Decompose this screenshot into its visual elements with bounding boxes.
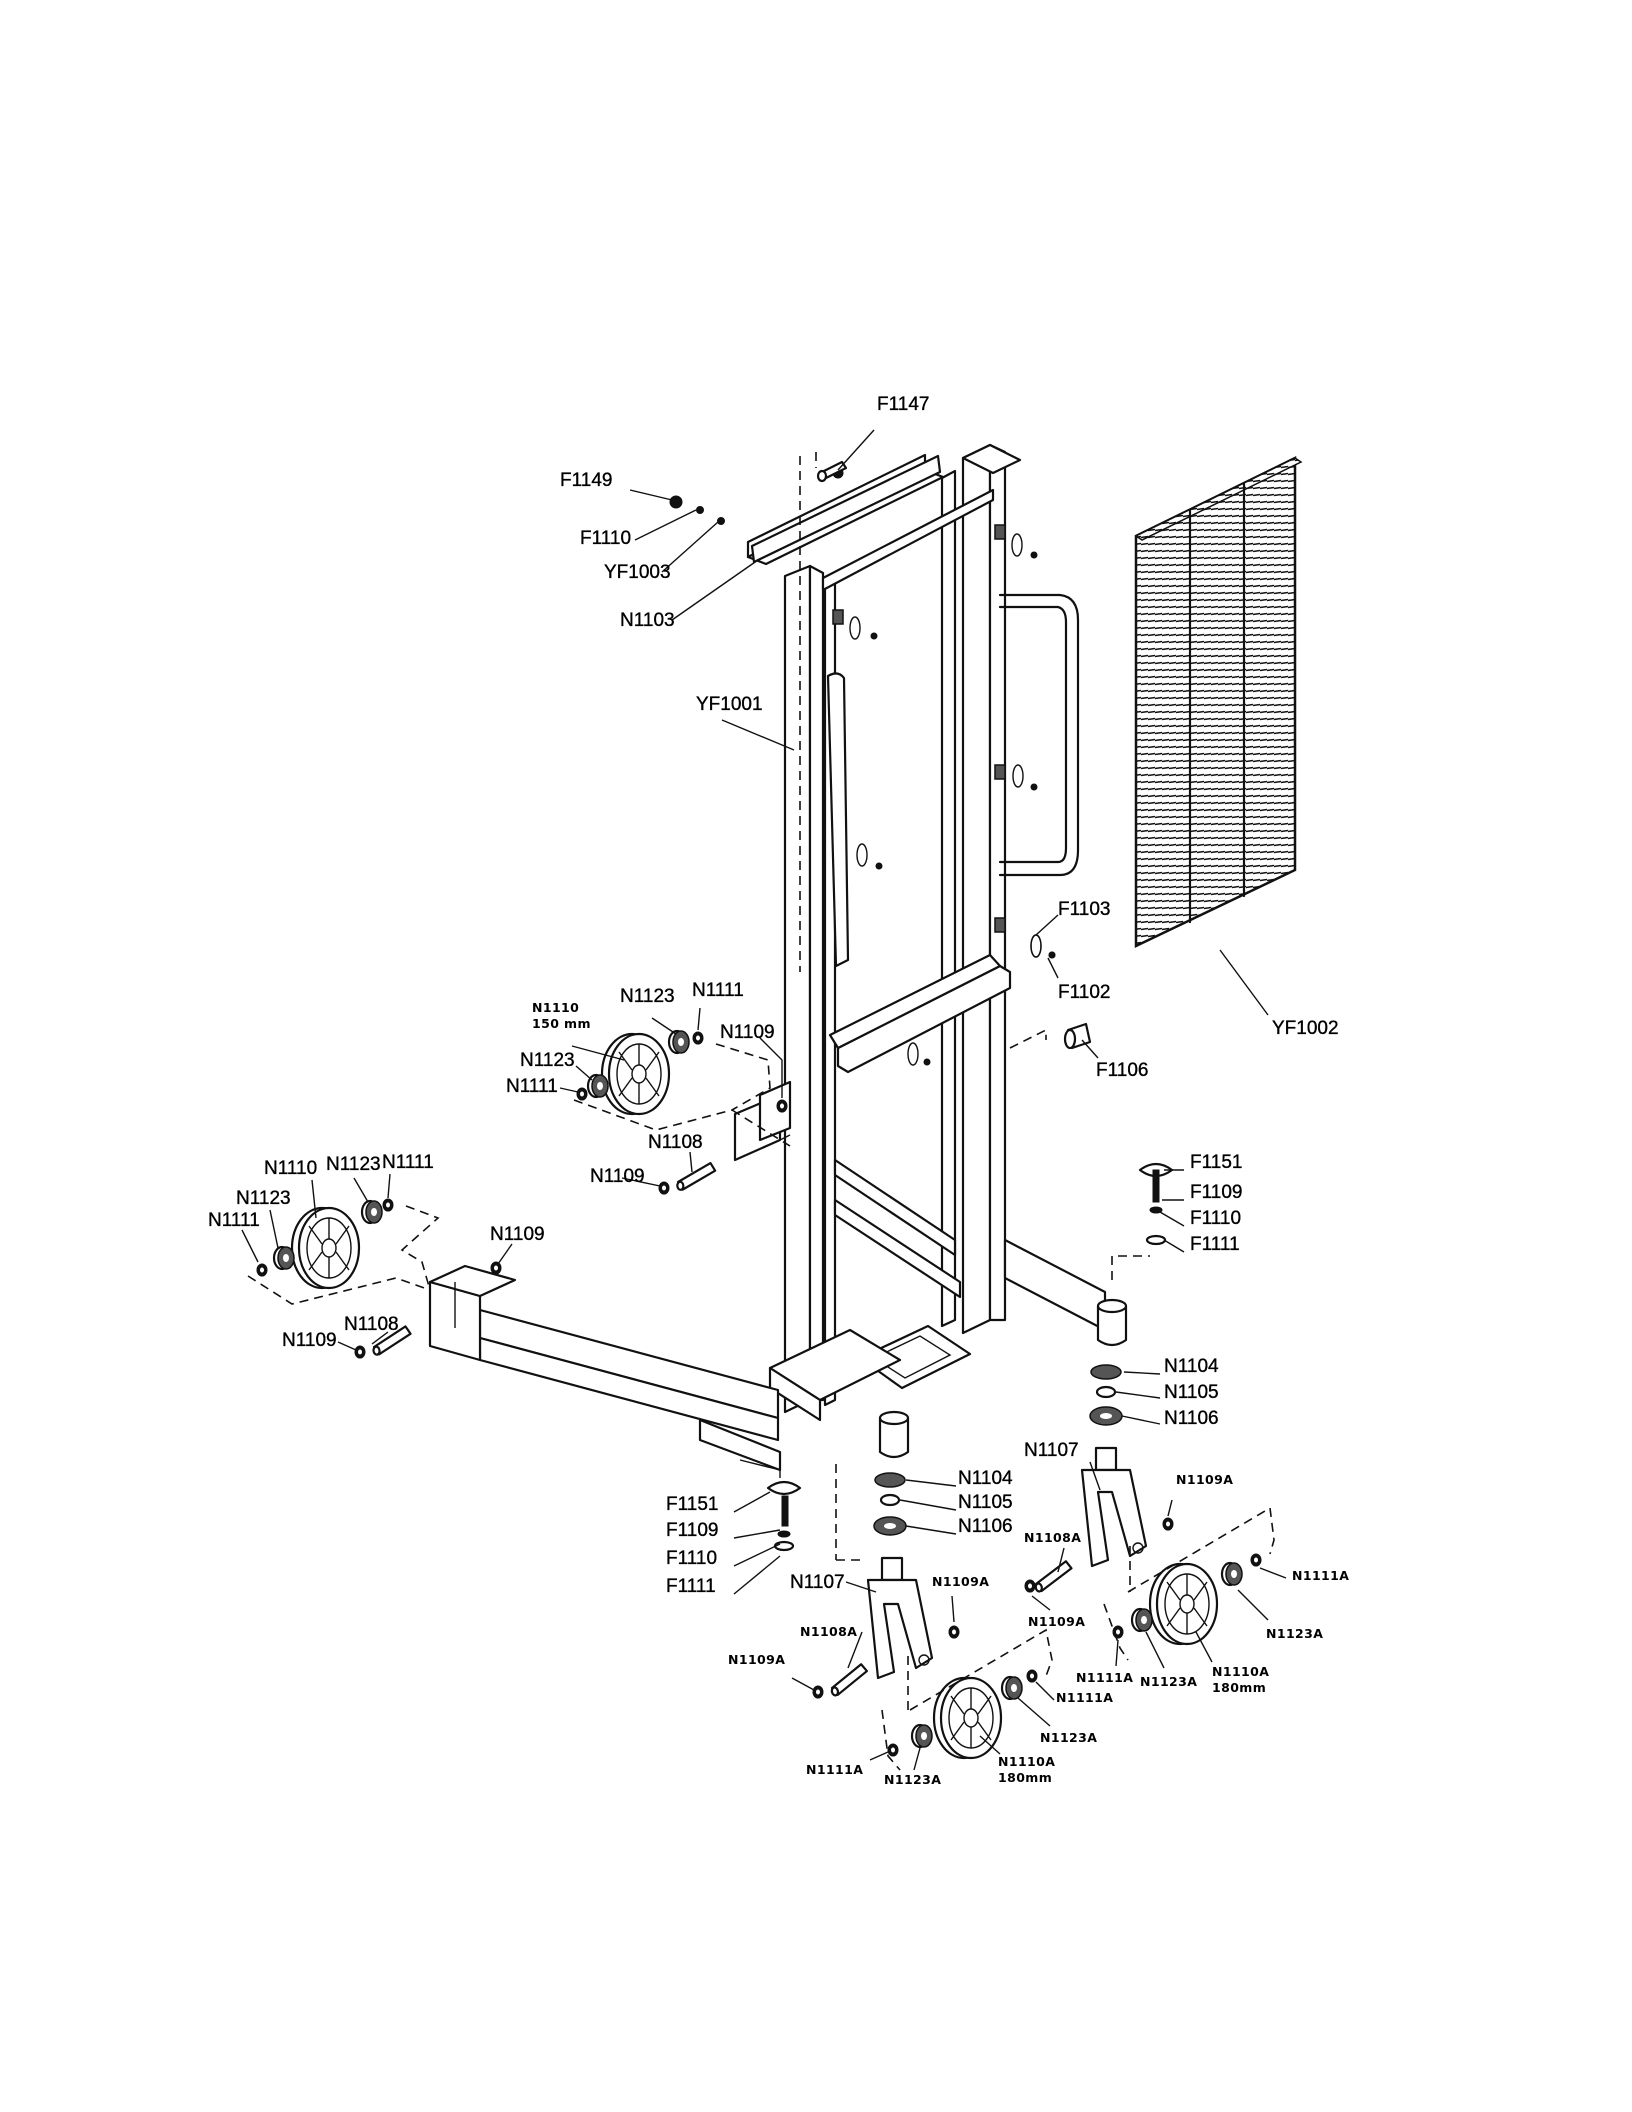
label-f1109-right: F1109 — [1190, 1182, 1242, 1203]
label-f1111-left: F1111 — [666, 1576, 716, 1597]
label-n1111-d: N1111 — [208, 1210, 260, 1231]
label-n1111a-left-a: N1111A — [806, 1762, 863, 1777]
label-yf1003: YF1003 — [604, 562, 671, 583]
label-n1110a-right: N1110A — [1212, 1664, 1269, 1679]
label-n1109a-left-a: N1109A — [932, 1574, 989, 1589]
caster-front-upper — [573, 1029, 791, 1195]
label-n1111a-right-a: N1111A — [1076, 1670, 1133, 1685]
label-n1123-d: N1123 — [236, 1188, 291, 1209]
label-n1110a-right-size: 180mm — [1212, 1680, 1266, 1695]
label-f1110-left: F1110 — [666, 1548, 717, 1569]
label-f1147: F1147 — [877, 394, 929, 415]
label-f1102: F1102 — [1058, 982, 1110, 1003]
label-n1123a-left-a: N1123A — [884, 1772, 941, 1787]
label-n1109a-left-b: N1109A — [728, 1652, 785, 1667]
callout-labels: F1147 F1149 F1110 YF1003 N1103 YF1001 YF… — [208, 394, 1349, 1787]
frame-yf1001 — [746, 443, 1128, 1459]
slot-pin-f1103 — [1030, 934, 1056, 959]
caster-front-lower — [247, 1198, 502, 1359]
label-n1123-c: N1123 — [326, 1154, 381, 1175]
header-bracket-yf1003 — [750, 454, 942, 564]
label-f1106: F1106 — [1096, 1060, 1148, 1081]
label-n1110-front-upper: N1110 — [532, 1000, 579, 1015]
label-n1107-left: N1107 — [790, 1572, 845, 1593]
leader-lines — [241, 429, 1287, 1771]
label-n1105-left: N1105 — [958, 1492, 1013, 1513]
label-n1111-a: N1111 — [692, 980, 744, 1001]
label-f1110: F1110 — [580, 528, 631, 549]
label-n1108-lower: N1108 — [344, 1314, 399, 1335]
dashed-lines-top — [799, 452, 817, 972]
label-n1111-c: N1111 — [382, 1152, 434, 1173]
label-n1109-d: N1109 — [282, 1330, 337, 1351]
label-f1151-left: F1151 — [666, 1494, 718, 1515]
label-n1110-front-lower: N1110 — [264, 1158, 317, 1179]
label-n1123-a: N1123 — [620, 986, 675, 1007]
label-n1110-size: 150 mm — [532, 1016, 591, 1031]
label-n1105-right: N1105 — [1164, 1382, 1219, 1403]
label-n1109-b: N1109 — [590, 1166, 645, 1187]
label-f1111-right: F1111 — [1190, 1234, 1240, 1255]
label-f1109-left: F1109 — [666, 1520, 718, 1541]
label-n1107-right: N1107 — [1024, 1440, 1079, 1461]
label-n1111a-left-b: N1111A — [1056, 1690, 1113, 1705]
label-n1111-b: N1111 — [506, 1076, 558, 1097]
label-n1123-b: N1123 — [520, 1050, 575, 1071]
label-n1106-right: N1106 — [1164, 1408, 1219, 1429]
label-yf1001: YF1001 — [696, 694, 763, 715]
label-f1103: F1103 — [1058, 899, 1110, 920]
label-n1123a-left-b: N1123A — [1040, 1730, 1097, 1745]
label-n1110a-left: N1110A — [998, 1754, 1055, 1769]
bolt-f1147 — [816, 460, 848, 483]
label-n1111a-right-b: N1111A — [1292, 1568, 1349, 1583]
label-f1151-right: F1151 — [1190, 1152, 1242, 1173]
caster-rear-right — [1024, 1162, 1275, 1661]
label-n1109-c: N1109 — [490, 1224, 545, 1245]
label-n1123a-right-a: N1123A — [1140, 1674, 1197, 1689]
label-f1149: F1149 — [560, 470, 612, 491]
label-yf1002: YF1002 — [1272, 1018, 1339, 1039]
nut-washers-top — [669, 495, 725, 525]
label-n1104-left: N1104 — [958, 1468, 1013, 1489]
mesh-guard-yf1002 — [1134, 455, 1303, 948]
label-n1104-right: N1104 — [1164, 1356, 1219, 1377]
caster-rear-left — [766, 1464, 1053, 1771]
base-leg-lower — [428, 1264, 782, 1478]
label-n1110a-left-size: 180mm — [998, 1770, 1052, 1785]
label-n1123a-right-b: N1123A — [1266, 1626, 1323, 1641]
label-n1108: N1108 — [648, 1132, 703, 1153]
label-n1108a-right: N1108A — [1024, 1530, 1081, 1545]
label-n1109a-right-a: N1109A — [1176, 1472, 1233, 1487]
label-n1106-left: N1106 — [958, 1516, 1013, 1537]
label-n1103: N1103 — [620, 610, 675, 631]
label-n1109a-right-b: N1109A — [1028, 1614, 1085, 1629]
label-n1108a-left: N1108A — [800, 1624, 857, 1639]
label-n1109-a: N1109 — [720, 1022, 775, 1043]
label-f1110-right: F1110 — [1190, 1208, 1241, 1229]
